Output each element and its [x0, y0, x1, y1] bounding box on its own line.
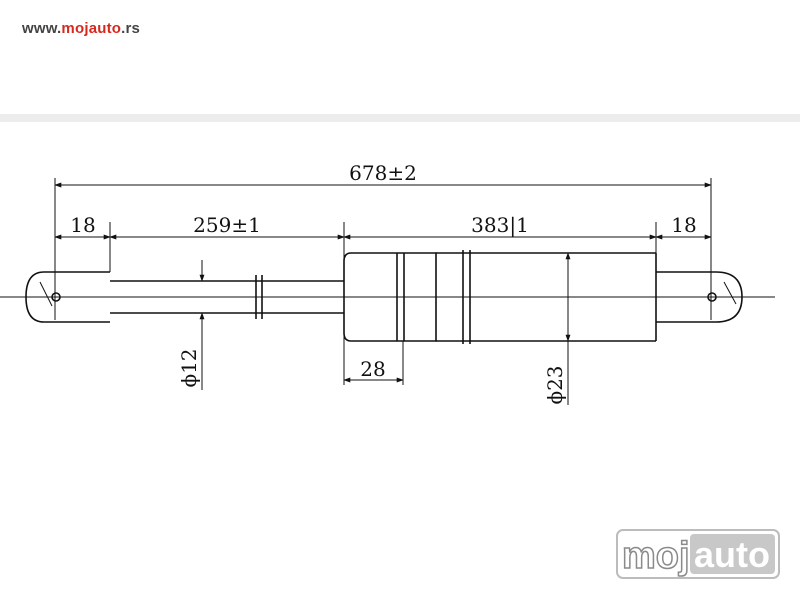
right-eye-line — [723, 281, 737, 305]
dim-right-eye-label: 18 — [671, 213, 696, 237]
dim-rod-dia-label: ϕ12 — [177, 348, 201, 387]
left-eye-line — [39, 281, 53, 307]
dim-body-dia-label: ϕ23 — [543, 365, 567, 404]
left-eye-hole — [51, 292, 61, 302]
dim-left-eye-label: 18 — [70, 213, 95, 237]
dim-rod-label: 259±1 — [193, 213, 261, 237]
left-eye-end — [25, 271, 110, 323]
site-url-prefix: www. — [22, 20, 62, 37]
site-url-suffix: .rs — [121, 20, 141, 37]
watermark-text-auto: auto — [694, 534, 770, 575]
dim-overall-label: 678±2 — [349, 161, 417, 185]
dim-collar-label: 28 — [360, 357, 385, 381]
header-separator — [0, 114, 800, 122]
watermark-text-moj: moj — [622, 535, 690, 577]
right-eye-end — [656, 271, 743, 323]
dim-body-label: 383|1 — [471, 213, 529, 238]
right-eye-hole — [707, 292, 717, 302]
site-url[interactable]: www.mojauto.rs — [22, 20, 140, 37]
watermark-auto-box — [690, 534, 775, 574]
site-url-brand: mojauto — [61, 20, 122, 37]
